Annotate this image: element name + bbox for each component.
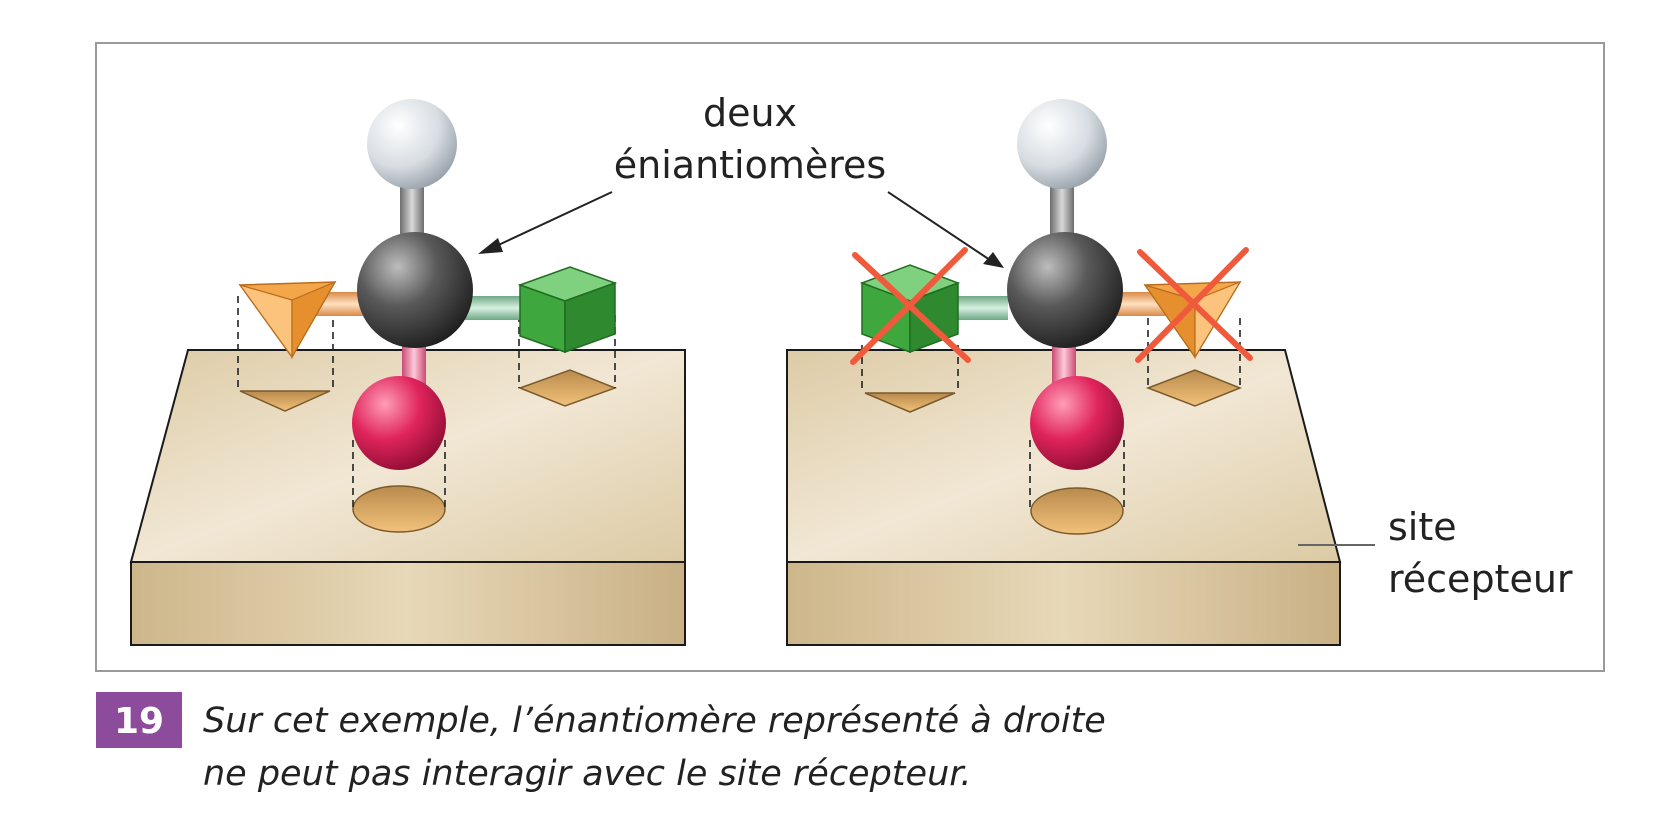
- arrow-right-head: [983, 252, 1004, 268]
- right-platform-front: [786, 561, 1341, 646]
- right-round-hole: [1030, 487, 1124, 535]
- receptor-label: site récepteur: [1388, 505, 1573, 601]
- arrow-left-head: [478, 238, 503, 254]
- enantiomers-label-line1: deux: [703, 91, 797, 135]
- figure-number: 19: [114, 701, 164, 742]
- right-scene: [786, 99, 1342, 646]
- enantiomers-label: deux éniantiomères: [614, 91, 886, 187]
- receptor-label-line2: récepteur: [1388, 557, 1573, 601]
- figure-caption: 19 Sur cet exemple, l’énantiomère représ…: [96, 692, 1106, 794]
- right-triangle-hole: [864, 392, 956, 413]
- figure-number-badge: [96, 692, 182, 748]
- left-green-cube: [517, 266, 618, 354]
- right-carbon-atom: [1007, 232, 1123, 348]
- right-red-atom: [1030, 376, 1124, 470]
- left-scene: [129, 99, 686, 646]
- right-orange-pyramid: [1143, 280, 1242, 360]
- right-green-cube: [859, 264, 961, 354]
- left-platform-front: [130, 561, 686, 646]
- right-dashed-guides: [861, 318, 1241, 511]
- right-square-hole: [1145, 369, 1243, 407]
- caption-line1: Sur cet exemple, l’énantiomère représent…: [203, 701, 1106, 741]
- left-hydrogen-atom: [367, 99, 457, 189]
- receptor-label-line1: site: [1388, 505, 1457, 549]
- left-orange-pyramid: [238, 280, 337, 360]
- label-arrows: [478, 191, 1375, 546]
- arrow-right: [887, 191, 991, 261]
- left-triangle-hole: [239, 390, 331, 412]
- right-hydrogen-atom: [1017, 99, 1107, 189]
- arrow-left: [491, 191, 613, 249]
- left-red-atom: [352, 376, 446, 470]
- caption-line2: ne peut pas interagir avec le site récep…: [203, 754, 972, 794]
- red-cross-icon: [850, 247, 971, 365]
- left-carbon-atom: [357, 232, 473, 348]
- red-cross-icon: [1135, 247, 1253, 363]
- left-round-hole: [352, 485, 446, 533]
- enantiomers-label-line2: éniantiomères: [614, 143, 886, 187]
